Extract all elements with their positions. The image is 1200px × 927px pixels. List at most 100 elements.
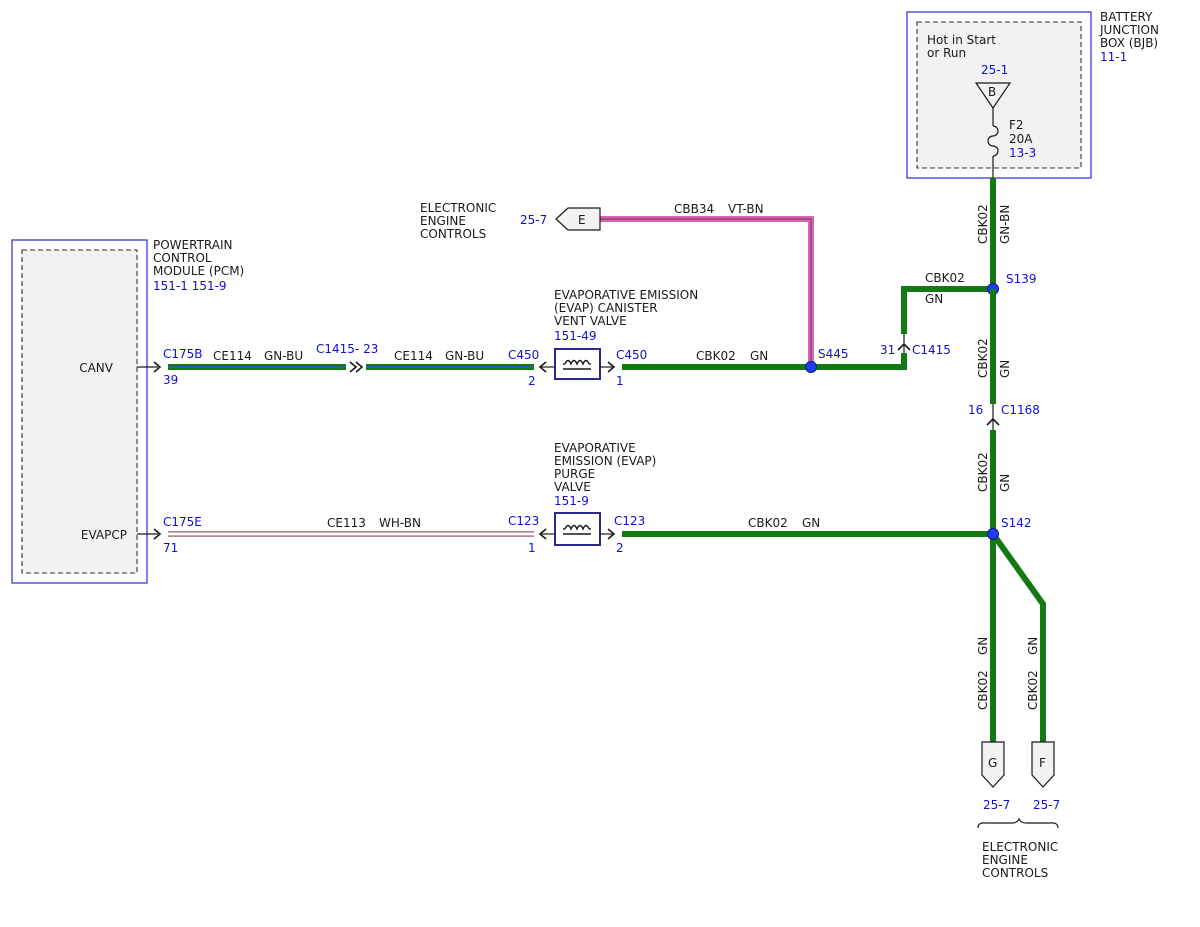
vent-valve-ref[interactable]: 151-49 [554,329,597,343]
pcm-body [21,249,138,574]
bjb-name-3: BOX (BJB) [1100,36,1158,50]
wire-cbk02-f[interactable] [990,532,1046,742]
eec-f-letter: F [1039,756,1046,770]
cbk02-s139-color: GN [925,292,943,306]
wire-cbk02-s139[interactable] [901,286,993,334]
ce114-b-color: GN-BU [445,349,484,363]
c123-left-pin: 1 [528,541,536,555]
fuse-f2-rating: 20A [1009,132,1033,146]
eec-bottom-brace [977,817,1059,829]
vent-valve-name-3: VENT VALVE [554,314,627,328]
eec-top-name-2: ENGINE [420,214,466,228]
c1415-vert-label[interactable]: C1415 [912,343,951,357]
cbk02-vent-color: GN [750,349,768,363]
bjb-bus-ref[interactable]: 25-1 [981,63,1008,77]
cbk02-bjb-color: GN-BN [998,205,1012,244]
ce113-color: WH-BN [379,516,421,530]
eec-top-ref[interactable]: 25-7 [520,213,547,227]
c123-right-label[interactable]: C123 [614,514,645,528]
splice-s445[interactable] [805,361,817,373]
eec-top-name-1: ELECTRONIC [420,201,496,215]
eec-bottom-name-2: ENGINE [982,853,1028,867]
c175b-pin: 39 [163,373,178,387]
eec-bottom-name-3: CONTROLS [982,866,1048,880]
cbk02-bjb-circuit: CBK02 [976,204,990,244]
pcm-name-line-3: MODULE (PCM) [153,264,244,278]
cbk02-f-color: GN [1026,637,1040,655]
purge-valve-ref[interactable]: 151-9 [554,494,589,508]
c123-right-pin: 2 [616,541,624,555]
bjb-outline [906,11,1092,179]
c123-right-arrow [607,528,616,540]
purge-valve-name-3: PURGE [554,467,595,481]
bjb-hot-line-2: or Run [927,46,966,60]
bjb-bus-letter: B [988,85,996,99]
vent-valve-component[interactable] [554,348,601,380]
c175e-pin: 71 [163,541,178,555]
c123-left-label[interactable]: C123 [508,514,539,528]
bjb-bus-triangle [974,82,1012,110]
c450-left-label[interactable]: C450 [508,348,539,362]
ce114-a-color: GN-BU [264,349,303,363]
wire-cbb34[interactable] [600,216,814,367]
eec-bottom-name-1: ELECTRONIC [982,840,1058,854]
vent-valve-name-2: (EVAP) CANISTER [554,301,658,315]
c1415-inline-label[interactable]: C1415- 23 [316,342,378,356]
c1415-vert-pin: 31 [880,343,895,357]
cbb34-color: VT-BN [728,202,764,216]
bjb-module[interactable]: Hot in Start or Run 25-1 B F2 20A 13-3 [906,11,1092,179]
eec-g-ref[interactable]: 25-7 [983,798,1010,812]
eec-top-connector-e[interactable]: E [555,207,601,231]
eec-connector-g[interactable]: G [981,741,1005,788]
c1168-label[interactable]: C1168 [1001,403,1040,417]
c175b-arrow [153,361,162,373]
ce114-a-circuit: CE114 [213,349,252,363]
c1415-inline-arrow [349,361,364,373]
cbk02-s139-circuit: CBK02 [925,271,965,285]
purge-valve-name-1: EVAPORATIVE [554,441,636,455]
fuse-f2-name: F2 [1009,118,1024,132]
vent-valve-name-1: EVAPORATIVE EMISSION [554,288,698,302]
bjb-hot-line-1: Hot in Start [927,33,996,47]
cbk02-s139-c1168-circuit: CBK02 [976,338,990,378]
s139-label: S139 [1006,272,1037,286]
fuse-f2-ref[interactable]: 13-3 [1009,146,1036,160]
eec-connector-f[interactable]: F [1031,741,1055,788]
cbk02-c1168-s142-circuit: CBK02 [976,452,990,492]
pcm-outline [11,239,148,584]
fuse-f2-symbol [987,125,999,157]
cbk02-purge-color: GN [802,516,820,530]
cbk02-f-circuit: CBK02 [1026,670,1040,710]
c450-left-pin: 2 [528,374,536,388]
bjb-name-2: JUNCTION [1099,23,1159,37]
pcm-module[interactable]: CANV EVAPCP [11,239,148,584]
ce113-circuit: CE113 [327,516,366,530]
pcm-pin-canv: CANV [79,361,114,375]
pcm-name-line-1: POWERTRAIN [153,238,233,252]
purge-valve-name-4: VALVE [554,480,591,494]
cbk02-c1168-s142-color: GN [998,474,1012,492]
wire-cbk02-vent[interactable] [622,353,907,370]
pcm-refs[interactable]: 151-1 151-9 [153,279,227,293]
ce114-b-circuit: CE114 [394,349,433,363]
bjb-ref[interactable]: 11-1 [1100,50,1127,64]
cbb34-circuit: CBB34 [674,202,714,216]
eec-f-ref[interactable]: 25-7 [1033,798,1060,812]
c175e-label[interactable]: C175E [163,515,202,529]
c1168-pin: 16 [968,403,983,417]
pcm-pin-evapcp: EVAPCP [81,528,127,542]
c175e-arrow [153,528,162,540]
c175b-label[interactable]: C175B [163,347,203,361]
cbk02-g-color: GN [976,637,990,655]
s142-label: S142 [1001,516,1032,530]
cbk02-vent-circuit: CBK02 [696,349,736,363]
pcm-name-line-2: CONTROL [153,251,212,265]
eec-top-name-3: CONTROLS [420,227,486,241]
purge-valve-component[interactable] [554,512,601,546]
c450-right-pin: 1 [616,374,624,388]
cbk02-purge-circuit: CBK02 [748,516,788,530]
bjb-name-1: BATTERY [1100,10,1153,24]
s445-label: S445 [818,347,849,361]
c450-right-label[interactable]: C450 [616,348,647,362]
splice-s142[interactable] [987,528,999,540]
